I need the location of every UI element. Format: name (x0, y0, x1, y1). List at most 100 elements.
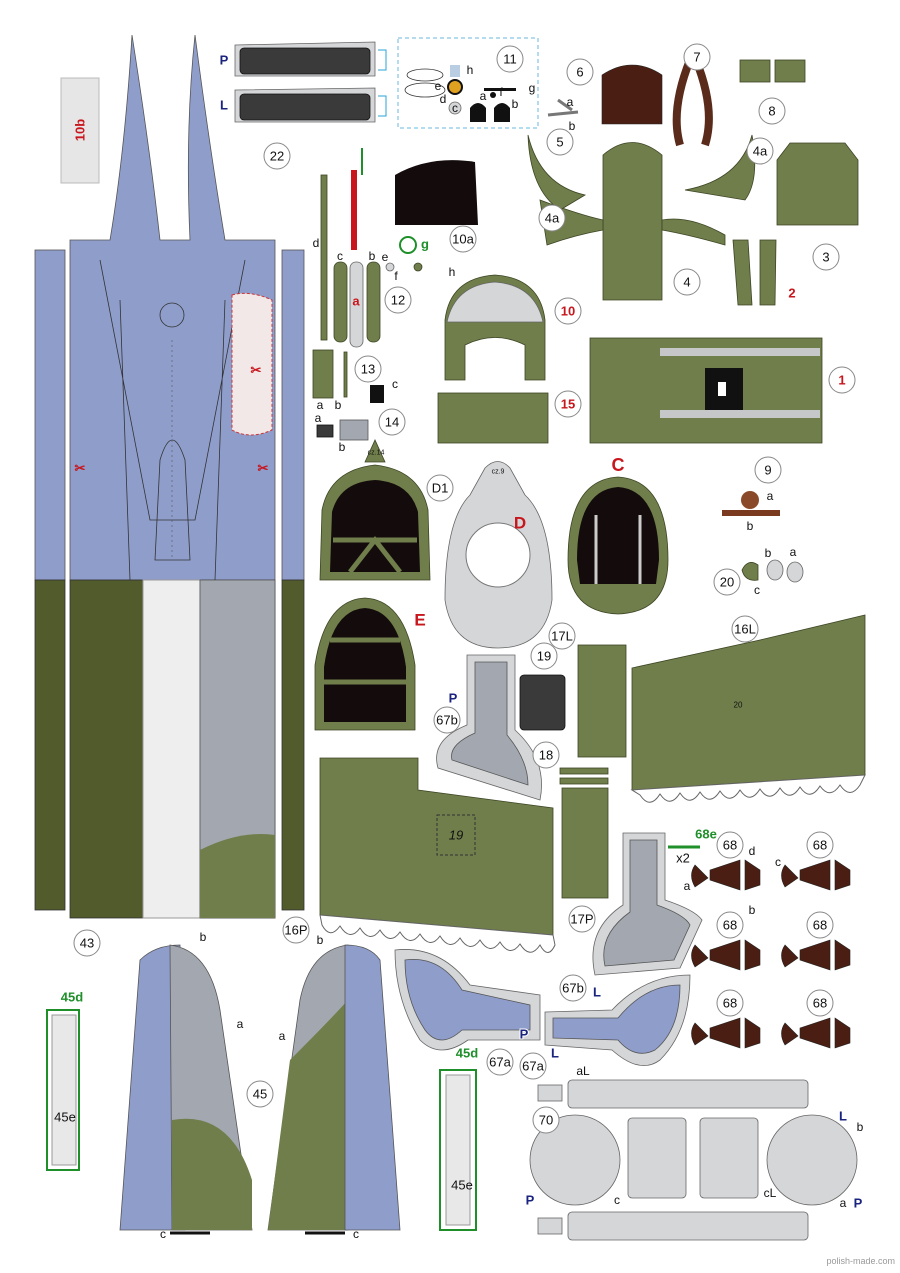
part-label-14: 14 (385, 415, 399, 430)
frame-D (444, 461, 553, 649)
part-11-letter-g: g (529, 81, 536, 95)
part-45-wing-right (267, 944, 401, 1235)
part-label-68e: 68e (695, 827, 717, 842)
part-20-letter-c: c (754, 583, 760, 597)
part-11-letter-h: h (467, 63, 474, 77)
side-label-l: L (220, 98, 228, 113)
part-label-10a: 10a (452, 232, 474, 247)
part-5-letter-a: a (567, 95, 574, 109)
part-9-letter-a: a (767, 489, 774, 503)
part-14-letter-b: b (339, 440, 346, 454)
part-45-letter-c-right: c (353, 1227, 359, 1241)
part-67b-P (436, 654, 542, 801)
part-label-4a: 4a (753, 144, 768, 159)
part-10-panel-cowl (444, 274, 546, 381)
part-label-45d: 45d (61, 990, 83, 1005)
part-67b-L (592, 832, 703, 976)
part-label-15: 15 (561, 397, 575, 412)
part-70-side-P-right: P (854, 1196, 863, 1211)
part-11-letter-b: b (512, 97, 519, 111)
frame-E (314, 597, 416, 731)
part-label-67b: 67b (436, 713, 458, 728)
part-label-68: 68 (723, 838, 737, 853)
part-12-letter-a: a (352, 294, 360, 309)
part-9a (741, 491, 759, 509)
frame-C (567, 476, 669, 615)
part-label-D1: D1 (432, 481, 449, 496)
part-17L (577, 644, 627, 758)
part-70-side-P: P (526, 1193, 535, 1208)
part-label-68: 68 (813, 996, 827, 1011)
part-68-letter-d: d (749, 844, 756, 858)
part-label-3: 3 (822, 250, 829, 265)
part-11-letter-d: d (440, 92, 447, 106)
scissors-icon: ✂ (258, 461, 269, 476)
part-14-letter-a: a (315, 411, 322, 425)
part-8a (739, 59, 771, 83)
quantity-x2: x2 (676, 851, 690, 866)
part-45-letter-c: c (160, 1227, 166, 1241)
part-68-letter-c: c (775, 855, 781, 869)
part-4-seat (527, 134, 756, 301)
part-label-4a-left: 4a (545, 211, 560, 226)
part-67a-P (394, 949, 541, 1051)
part-70-letter-cL: cL (764, 1186, 777, 1200)
part-45-letter-b-right: b (317, 933, 324, 947)
part-12-letter-c: c (337, 249, 343, 263)
part-label-E: E (414, 611, 425, 630)
part-label-68: 68 (813, 918, 827, 933)
part-7 (672, 58, 713, 147)
part-label-45: 45 (253, 1087, 267, 1102)
part-68-letter-b: b (749, 903, 756, 917)
part-70-letter-a: a (840, 1196, 847, 1210)
part-70-letter-b: b (857, 1120, 864, 1134)
part-70-letter-aL: aL (576, 1064, 590, 1078)
part-label-22: 22 (270, 149, 284, 164)
part-label-67a: 67a (489, 1055, 511, 1070)
part-43-fuselage: ✂ ✂ ✂ (34, 34, 305, 919)
part-12-letter-b: b (369, 249, 376, 263)
part-6 (601, 64, 663, 125)
part-70-side-L: L (839, 1109, 847, 1124)
part-3 (776, 142, 859, 226)
part-9b (722, 510, 780, 516)
part-45-wing-left (119, 944, 253, 1235)
part-5 (547, 98, 579, 117)
part-label-1: 1 (838, 373, 845, 388)
part-label-2: 2 (788, 286, 795, 301)
part-label-17P: 17P (570, 912, 593, 927)
part-12 (320, 148, 423, 348)
part-67a-side-L: L (551, 1046, 559, 1061)
part-label-45d-right: 45d (456, 1046, 478, 1061)
part-label-16P: 16P (284, 923, 307, 938)
part-label-9: 9 (764, 463, 771, 478)
part-18a (559, 767, 609, 775)
part-16P-mark: 19 (449, 828, 463, 843)
part-11-letter-a: a (480, 89, 487, 103)
part-label-13: 13 (361, 362, 375, 377)
part-label-17L: 17L (551, 629, 573, 644)
part-67b-side-L: L (593, 985, 601, 1000)
part-13-letter-a: a (317, 398, 324, 412)
part-label-70: 70 (539, 1113, 553, 1128)
part-label-6: 6 (576, 65, 583, 80)
part-label-43: 43 (80, 936, 94, 951)
part-11-letter-f: f (499, 85, 503, 99)
part-70 (529, 1079, 858, 1241)
part-68-letter-a: a (684, 879, 691, 893)
part-label-5: 5 (556, 135, 563, 150)
part-12-letter-f: f (394, 269, 398, 283)
part-11-box (397, 37, 539, 129)
part-45-letter-a-right: a (279, 1029, 286, 1043)
scissors-icon: ✂ (75, 461, 86, 476)
part-label-45e: 45e (54, 1110, 76, 1125)
part-label-67a-L: 67a (522, 1059, 544, 1074)
part-label-7: 7 (693, 50, 700, 65)
page-id-box: 10b (60, 77, 100, 184)
part-14a (316, 424, 334, 438)
part-9-letter-b: b (747, 519, 754, 533)
frame-D1-mark: cz.14 (368, 450, 385, 457)
part-45-letter-b: b (200, 930, 207, 944)
part-70-letter-c: c (614, 1193, 620, 1207)
part-label-11: 11 (503, 52, 517, 67)
